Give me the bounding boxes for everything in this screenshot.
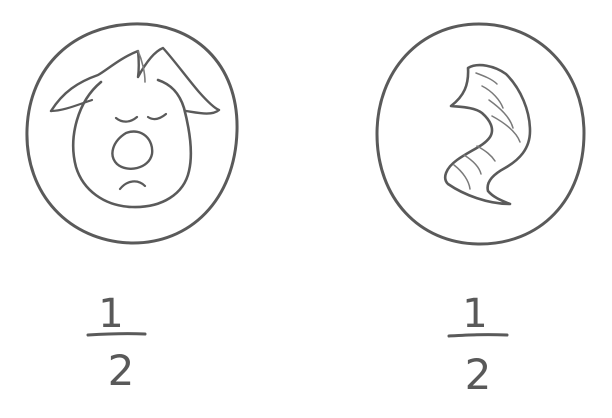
hair-parting	[137, 50, 146, 83]
left-fraction-denominator: 2	[108, 346, 135, 395]
worm-segment	[463, 154, 482, 175]
hair-left-edge	[49, 98, 94, 113]
nose-icon	[111, 130, 154, 170]
worm-segment	[476, 145, 496, 162]
worm-segment	[491, 115, 521, 143]
worm-icon	[444, 63, 532, 206]
right-fraction-numerator: 1	[462, 291, 487, 337]
left-fraction-numerator: 1	[98, 291, 123, 337]
worm-segment	[475, 72, 498, 85]
worm-segment	[481, 85, 504, 109]
right-coin	[375, 22, 586, 246]
left-coin-outline	[25, 22, 239, 245]
left-coin	[25, 22, 239, 245]
face-outline	[72, 78, 193, 209]
hair-icon	[49, 46, 221, 115]
right-fraction-bar	[447, 333, 509, 338]
closed-eye-right-icon	[146, 112, 168, 121]
right-fraction: 1 2	[447, 291, 509, 399]
worm-segment	[453, 164, 471, 190]
right-coin-outline	[375, 22, 586, 246]
right-fraction-denominator: 2	[465, 350, 492, 399]
left-fraction: 1 2	[86, 291, 147, 395]
left-fraction-bar	[86, 332, 147, 337]
frown-mouth-icon	[118, 180, 147, 191]
closed-eye-left-icon	[114, 115, 139, 123]
worm-segment	[488, 99, 514, 129]
